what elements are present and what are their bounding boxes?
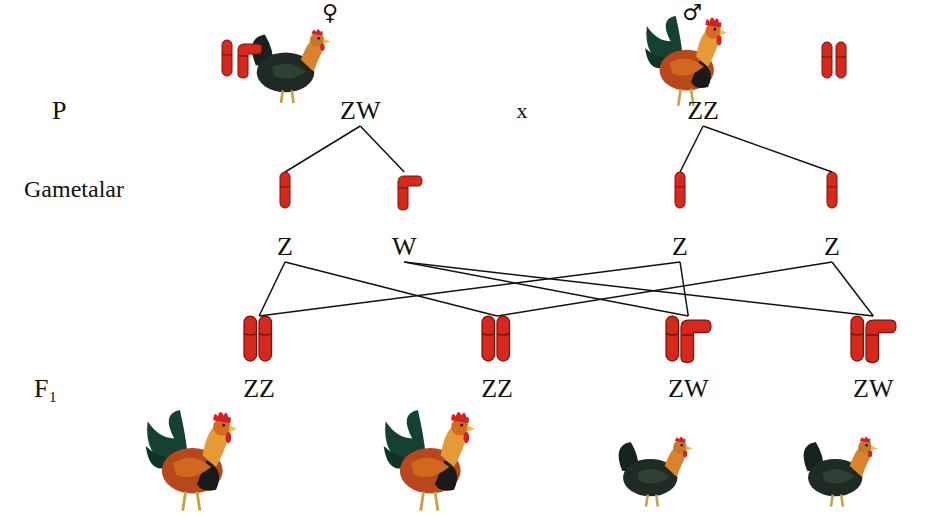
rooster-figure [645,16,727,106]
rooster-figure [384,410,475,511]
generation-label: F₁ [34,374,58,404]
offspring-genotype: ZW [664,316,713,404]
sex-symbol: ♀ [322,0,338,25]
cross-line [497,262,832,316]
rooster-figure [146,410,237,511]
gamete-genotype: Z [273,172,297,262]
cross-line [360,126,404,172]
genotype-text: Z [277,232,293,262]
gamete-genotype: Z [668,172,692,262]
cross-sign: x [517,98,528,123]
cross-line [832,262,873,316]
hen-figure [619,437,693,507]
cross-line [259,262,285,316]
row-label: Gametalar [24,176,124,204]
parent-genotype: ZZ [683,96,723,126]
chromosome-icon [280,172,837,210]
parent-genotype: ZW [336,96,385,126]
offspring-genotype: ZZ [239,316,279,404]
genotype-text: Z [824,232,840,262]
offspring-genotype: ZW [849,316,898,404]
chromosome-icon [222,40,262,78]
generation-label: P [52,96,66,126]
cross-line [259,262,680,316]
hen-figure [804,437,878,507]
genotype-text: ZZ [243,374,275,404]
cross-line [680,126,703,172]
sex-symbol: ♂ [682,0,702,25]
genotype-text: ZW [668,374,709,404]
cross-line [680,262,688,316]
genotype-text: W [392,232,417,262]
genotype-text: ZW [853,374,894,404]
offspring-genotype: ZZ [477,316,517,404]
genotype-text: ZW [340,96,381,126]
genotype-text: Z [672,232,688,262]
cross-line [703,126,832,172]
chromosome-icon [822,42,846,78]
gamete-genotype: W [388,172,421,262]
genotype-text: ZZ [687,96,719,126]
hen-figure [252,29,331,103]
cross-line [285,126,360,172]
gamete-genotype: Z [820,172,844,262]
chromosome-icon [244,316,896,363]
genotype-text: ZZ [481,374,513,404]
